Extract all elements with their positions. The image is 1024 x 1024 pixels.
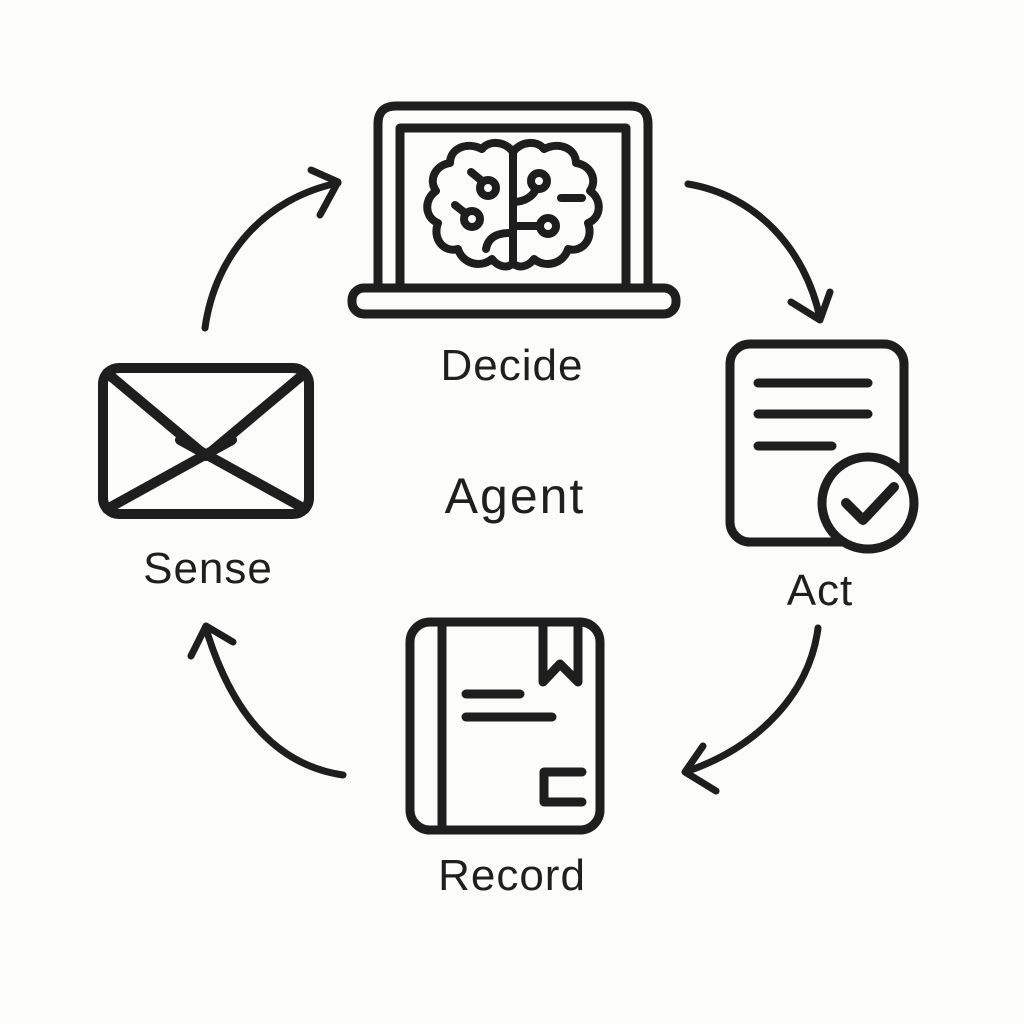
notebook-icon (405, 617, 605, 835)
sense-label: Sense (143, 544, 273, 593)
arrow-decide-to-act (684, 180, 834, 324)
document-check-icon (725, 339, 919, 554)
brain-icon (423, 139, 603, 271)
decide-label: Decide (440, 341, 584, 390)
act-label: Act (786, 566, 854, 615)
record-label: Record (438, 851, 586, 900)
laptop-brain-icon (347, 101, 681, 319)
agent-center-label: Agent (444, 468, 586, 524)
arrow-act-to-record (681, 624, 822, 795)
arrow-record-to-sense (187, 622, 347, 779)
arrow-sense-to-decide (201, 166, 342, 332)
envelope-icon (98, 363, 314, 519)
